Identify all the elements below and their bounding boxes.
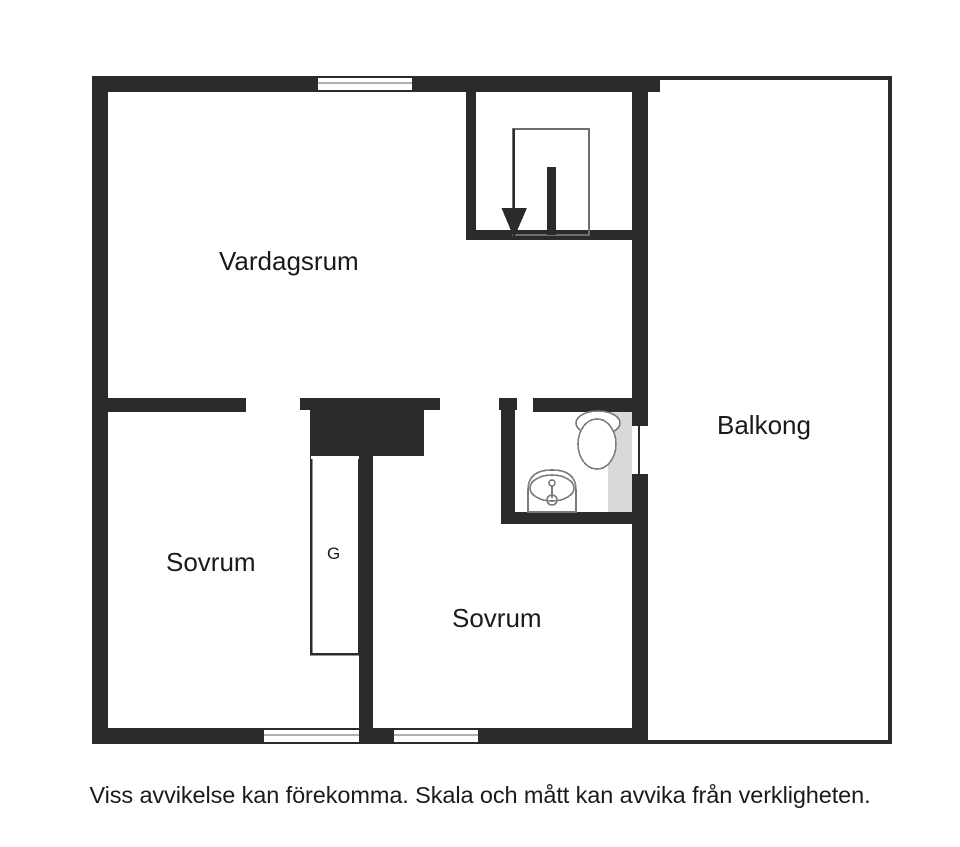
room-label-balkong: Balkong <box>717 410 811 440</box>
window-bottom-right <box>394 728 478 744</box>
interior-wall-between-bedrooms <box>359 410 373 744</box>
room-label-vardagsrum: Vardagsrum <box>219 246 359 276</box>
toilet-icon <box>575 410 621 470</box>
room-label-sovrum-right: Sovrum <box>452 603 542 633</box>
balcony-outline <box>648 76 892 744</box>
staircase <box>501 128 590 238</box>
bathroom-door <box>632 424 648 476</box>
interior-wall-left-bedroom <box>108 398 246 412</box>
floor-plan-drawing <box>92 76 892 744</box>
disclaimer-caption: Viss avvikelse kan förekomma. Skala och … <box>89 782 871 808</box>
bathroom <box>499 398 632 524</box>
window-top-wall <box>318 76 412 92</box>
wall-stub-right-of-stair <box>632 240 648 324</box>
window-bottom-left <box>264 728 372 744</box>
room-label-sovrum-left: Sovrum <box>166 547 256 577</box>
washbasin-icon <box>527 469 577 513</box>
room-label-garderob: G <box>327 544 341 563</box>
